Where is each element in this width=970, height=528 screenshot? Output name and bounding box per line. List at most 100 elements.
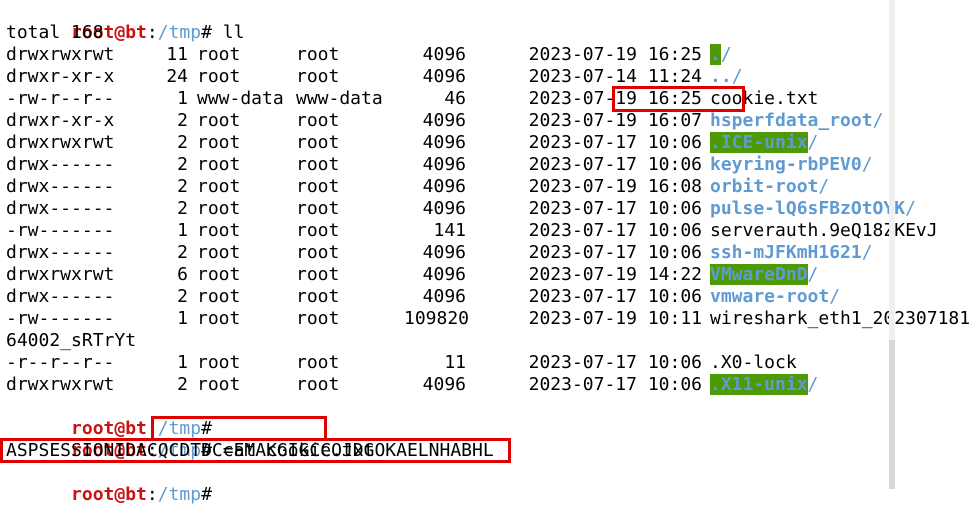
directory-slash: /	[861, 242, 873, 263]
modified-date: 2023-07-17 10:06	[528, 242, 702, 263]
directory-slash: /	[861, 154, 873, 175]
owner: root	[197, 198, 241, 219]
file-size: 4096	[422, 110, 466, 131]
group: root	[296, 242, 340, 263]
modified-date: 2023-07-17 10:06	[528, 352, 702, 373]
owner: root	[197, 352, 241, 373]
modified-date: 2023-07-17 10:06	[528, 132, 702, 153]
owner: root	[197, 286, 241, 307]
owner: root	[197, 242, 241, 263]
file-name[interactable]: .X0-lock	[710, 352, 797, 373]
scrollbar-thumb[interactable]	[889, 340, 895, 489]
file-size: 4096	[422, 264, 466, 285]
modified-date: 2023-07-19 16:25	[528, 44, 702, 65]
directory-slash: /	[905, 198, 916, 219]
prompt-user: root@bt	[71, 440, 147, 461]
scrollbar-track[interactable]	[889, 0, 895, 489]
owner: root	[197, 264, 241, 285]
permissions: -rw-------	[6, 220, 115, 241]
directory-slash: /	[872, 110, 884, 131]
directory-slash: /	[720, 44, 732, 65]
file-size: 141	[433, 220, 466, 241]
modified-date: 2023-07-19 16:25	[528, 88, 702, 109]
directory-name[interactable]: hsperfdata_root	[710, 110, 873, 131]
file-name[interactable]: cookie.txt	[710, 88, 819, 109]
modified-date: 2023-07-17 10:06	[528, 286, 702, 307]
prompt-path: /tmp	[157, 484, 202, 505]
prompt-symbol: #	[201, 418, 212, 439]
directory-name[interactable]: ssh-mJFKmH1621	[710, 242, 862, 263]
link-count: 2	[177, 286, 188, 307]
cookie-output-line: ASPSESSIONIDACQCDTDC=EMAKGIGCCOJDGOKAELN…	[6, 440, 494, 461]
directory-name[interactable]: ..	[710, 66, 732, 87]
prompt-path: /tmp	[157, 418, 202, 439]
total-line: total 168	[6, 22, 104, 43]
link-count: 1	[177, 352, 188, 373]
owner: root	[197, 220, 241, 241]
prompt-separator: :	[146, 22, 158, 43]
directory-name[interactable]: VMwareDnD	[710, 264, 808, 285]
permissions: drwxrwxrwt	[6, 374, 115, 395]
link-count: 1	[177, 88, 188, 109]
directory-name[interactable]: keyring-rbPEV0	[710, 154, 862, 175]
wrapped-filename-line: 64002_sRTrYt	[6, 330, 137, 351]
directory-name[interactable]: .	[710, 44, 721, 65]
owner: root	[197, 44, 241, 65]
group: root	[296, 154, 340, 175]
group: root	[296, 110, 340, 131]
directory-name[interactable]: pulse-lQ6sFBzOtOYK	[710, 198, 906, 219]
permissions: drwx------	[6, 286, 115, 307]
link-count: 2	[177, 242, 188, 263]
group: root	[296, 198, 340, 219]
group: root	[296, 374, 340, 395]
prompt-symbol: #	[201, 22, 212, 43]
group: root	[296, 308, 340, 329]
permissions: drwxr-xr-x	[6, 66, 115, 87]
owner: www-data	[197, 88, 284, 109]
owner: root	[197, 154, 241, 175]
directory-slash: /	[807, 132, 819, 153]
link-count: 2	[177, 132, 188, 153]
directory-name[interactable]: vmware-root	[710, 286, 830, 307]
command-cat: cat cookie.txt	[211, 440, 375, 461]
permissions: drwx------	[6, 154, 115, 175]
directory-slash: /	[807, 264, 819, 285]
link-count: 6	[177, 264, 188, 285]
group: root	[296, 176, 340, 197]
prompt-symbol: #	[201, 440, 212, 461]
directory-slash: /	[818, 176, 830, 197]
link-count: 1	[177, 308, 188, 329]
group: root	[296, 264, 340, 285]
group: root	[296, 352, 340, 373]
permissions: drwx------	[6, 198, 115, 219]
prompt-line-current[interactable]: root@bt:/tmp#	[6, 462, 895, 505]
group: root	[296, 286, 340, 307]
group: root	[296, 44, 340, 65]
file-size: 4096	[422, 176, 466, 197]
group: root	[296, 132, 340, 153]
directory-name[interactable]: .ICE-unix	[710, 132, 808, 153]
prompt-user: root@bt	[71, 418, 147, 439]
file-name[interactable]: serverauth.9eQ18ZKEvJ	[710, 220, 938, 241]
directory-name[interactable]: .X11-unix	[710, 374, 808, 395]
permissions: drwxrwxrwt	[6, 264, 115, 285]
permissions: drwxrwxrwt	[6, 44, 115, 65]
permissions: -rw-------	[6, 308, 115, 329]
owner: root	[197, 308, 241, 329]
owner: root	[197, 374, 241, 395]
file-name[interactable]: wireshark_eth1_202307181	[710, 308, 970, 329]
directory-name[interactable]: orbit-root	[710, 176, 819, 197]
prompt-symbol: #	[201, 484, 212, 505]
